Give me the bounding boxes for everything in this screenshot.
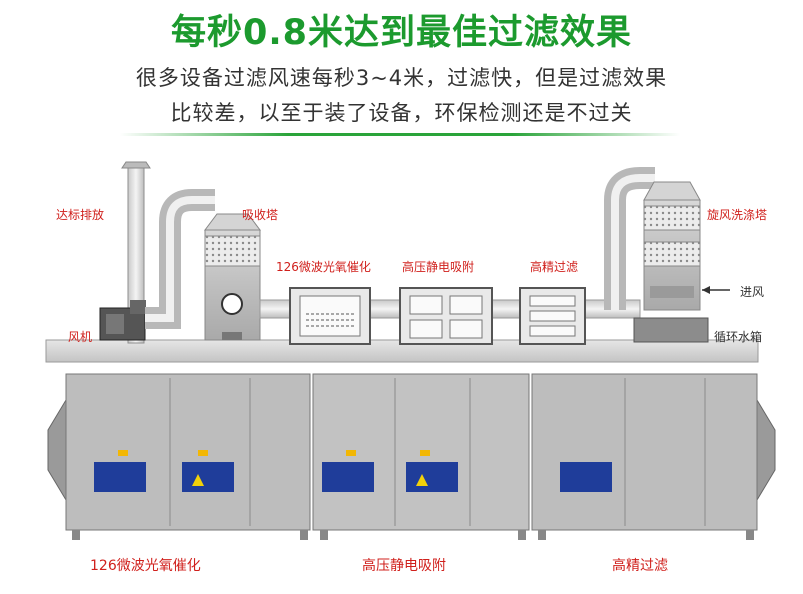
machine-row bbox=[47, 373, 776, 540]
label-inlet: 进风 bbox=[740, 285, 765, 299]
water-tank bbox=[633, 317, 709, 343]
machine-label-electrostatic: 高压静电吸附 bbox=[362, 558, 446, 574]
machine-label-uv: 126微波光氧催化 bbox=[90, 558, 201, 574]
label-cyclone-tower: 旋风洗涤塔 bbox=[707, 208, 768, 222]
subtitle-line-1: 很多设备过滤风速每秒3~4米，过滤快，但是过滤效果 bbox=[135, 66, 668, 90]
label-uv-photolysis: 126微波光氧催化 bbox=[276, 260, 371, 274]
cyclone-tower bbox=[643, 181, 701, 311]
uv-box bbox=[289, 287, 371, 345]
absorption-tower bbox=[204, 213, 261, 341]
machine-label-fine-filter: 高精过滤 bbox=[612, 558, 668, 574]
label-discharge: 达标排放 bbox=[56, 208, 105, 222]
subtitle-line-2: 比较差，以至于装了设备，环保检测还是不过关 bbox=[170, 101, 633, 125]
label-fine-filter: 高精过滤 bbox=[530, 260, 579, 274]
label-fan: 风机 bbox=[68, 330, 93, 344]
label-electrostatic: 高压静电吸附 bbox=[402, 260, 475, 274]
title-divider bbox=[120, 133, 680, 136]
label-water-tank: 循环水箱 bbox=[714, 330, 763, 344]
label-absorption-tower: 吸收塔 bbox=[242, 208, 279, 222]
headline: 每秒0.8米达到最佳过滤效果 bbox=[170, 13, 632, 53]
fan-unit bbox=[99, 300, 146, 341]
fine-filter-box bbox=[519, 287, 586, 345]
electrostatic-box bbox=[399, 287, 493, 345]
